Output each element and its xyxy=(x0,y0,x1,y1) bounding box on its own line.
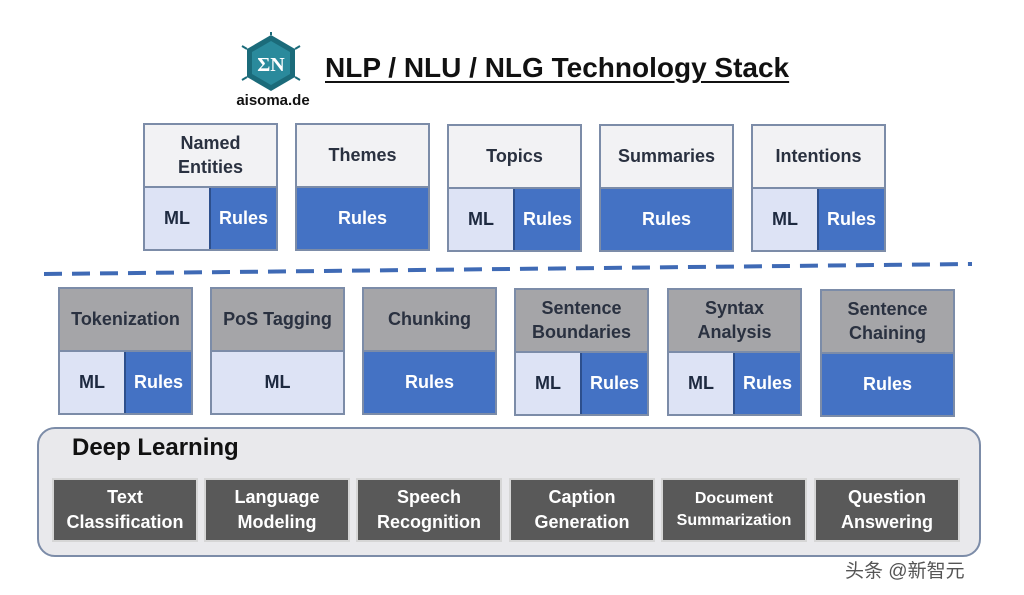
dl-item-document-summarization: Document Summarization xyxy=(661,478,807,542)
card-title: Topics xyxy=(449,126,580,189)
card-syntax-analysis: Syntax Analysis ML Rules xyxy=(667,288,802,416)
card-topics: Topics ML Rules xyxy=(447,124,582,252)
ml-cell: ML xyxy=(145,188,211,249)
rules-cell: Rules xyxy=(297,188,428,249)
dl-item-caption-generation: Caption Generation xyxy=(509,478,655,542)
card-title: Syntax Analysis xyxy=(669,290,800,353)
card-sentence-boundaries: Sentence Boundaries ML Rules xyxy=(514,288,649,416)
svg-text:ΣN: ΣN xyxy=(257,54,285,76)
card-title: Intentions xyxy=(753,126,884,189)
card-summaries: Summaries Rules xyxy=(599,124,734,252)
card-title: Sentence Boundaries xyxy=(516,290,647,353)
card-title: Sentence Chaining xyxy=(822,291,953,354)
rules-cell: Rules xyxy=(735,353,800,414)
dl-item-speech-recognition: Speech Recognition xyxy=(356,478,502,542)
card-title: PoS Tagging xyxy=(212,289,343,352)
watermark: 头条 @新智元 xyxy=(845,561,965,582)
card-title: Summaries xyxy=(601,126,732,189)
card-chunking: Chunking Rules xyxy=(362,287,497,415)
dl-item-question-answering: Question Answering xyxy=(814,478,960,542)
logo-text: aisoma.de xyxy=(236,92,310,109)
rules-cell: Rules xyxy=(126,352,191,413)
dl-item-language-modeling: Language Modeling xyxy=(204,478,350,542)
ml-cell: ML xyxy=(449,189,515,250)
dl-item-text-classification: Text Classification xyxy=(52,478,198,542)
page-title: NLP / NLU / NLG Technology Stack xyxy=(325,52,790,83)
ml-cell: ML xyxy=(669,353,735,414)
card-sentence-chaining: Sentence Chaining Rules xyxy=(820,289,955,417)
ml-cell: ML xyxy=(516,353,582,414)
card-title: Tokenization xyxy=(60,289,191,352)
rules-cell: Rules xyxy=(211,188,276,249)
ml-cell: ML xyxy=(60,352,126,413)
card-themes: Themes Rules xyxy=(295,123,430,251)
ml-cell: ML xyxy=(753,189,819,250)
card-title: Themes xyxy=(297,125,428,188)
dashed-divider xyxy=(43,262,973,278)
card-named-entities: Named Entities ML Rules xyxy=(143,123,278,251)
rules-cell: Rules xyxy=(601,189,732,250)
card-title: Named Entities xyxy=(145,125,276,188)
card-tokenization: Tokenization ML Rules xyxy=(58,287,193,415)
rules-cell: Rules xyxy=(822,354,953,415)
rules-cell: Rules xyxy=(582,353,647,414)
card-pos-tagging: PoS Tagging ML xyxy=(210,287,345,415)
card-intentions: Intentions ML Rules xyxy=(751,124,886,252)
rules-cell: Rules xyxy=(515,189,580,250)
rules-cell: Rules xyxy=(364,352,495,413)
deep-learning-title: Deep Learning xyxy=(72,434,239,461)
ml-cell: ML xyxy=(212,352,343,413)
card-title: Chunking xyxy=(364,289,495,352)
aisoma-logo: ΣN xyxy=(240,32,302,94)
rules-cell: Rules xyxy=(819,189,884,250)
